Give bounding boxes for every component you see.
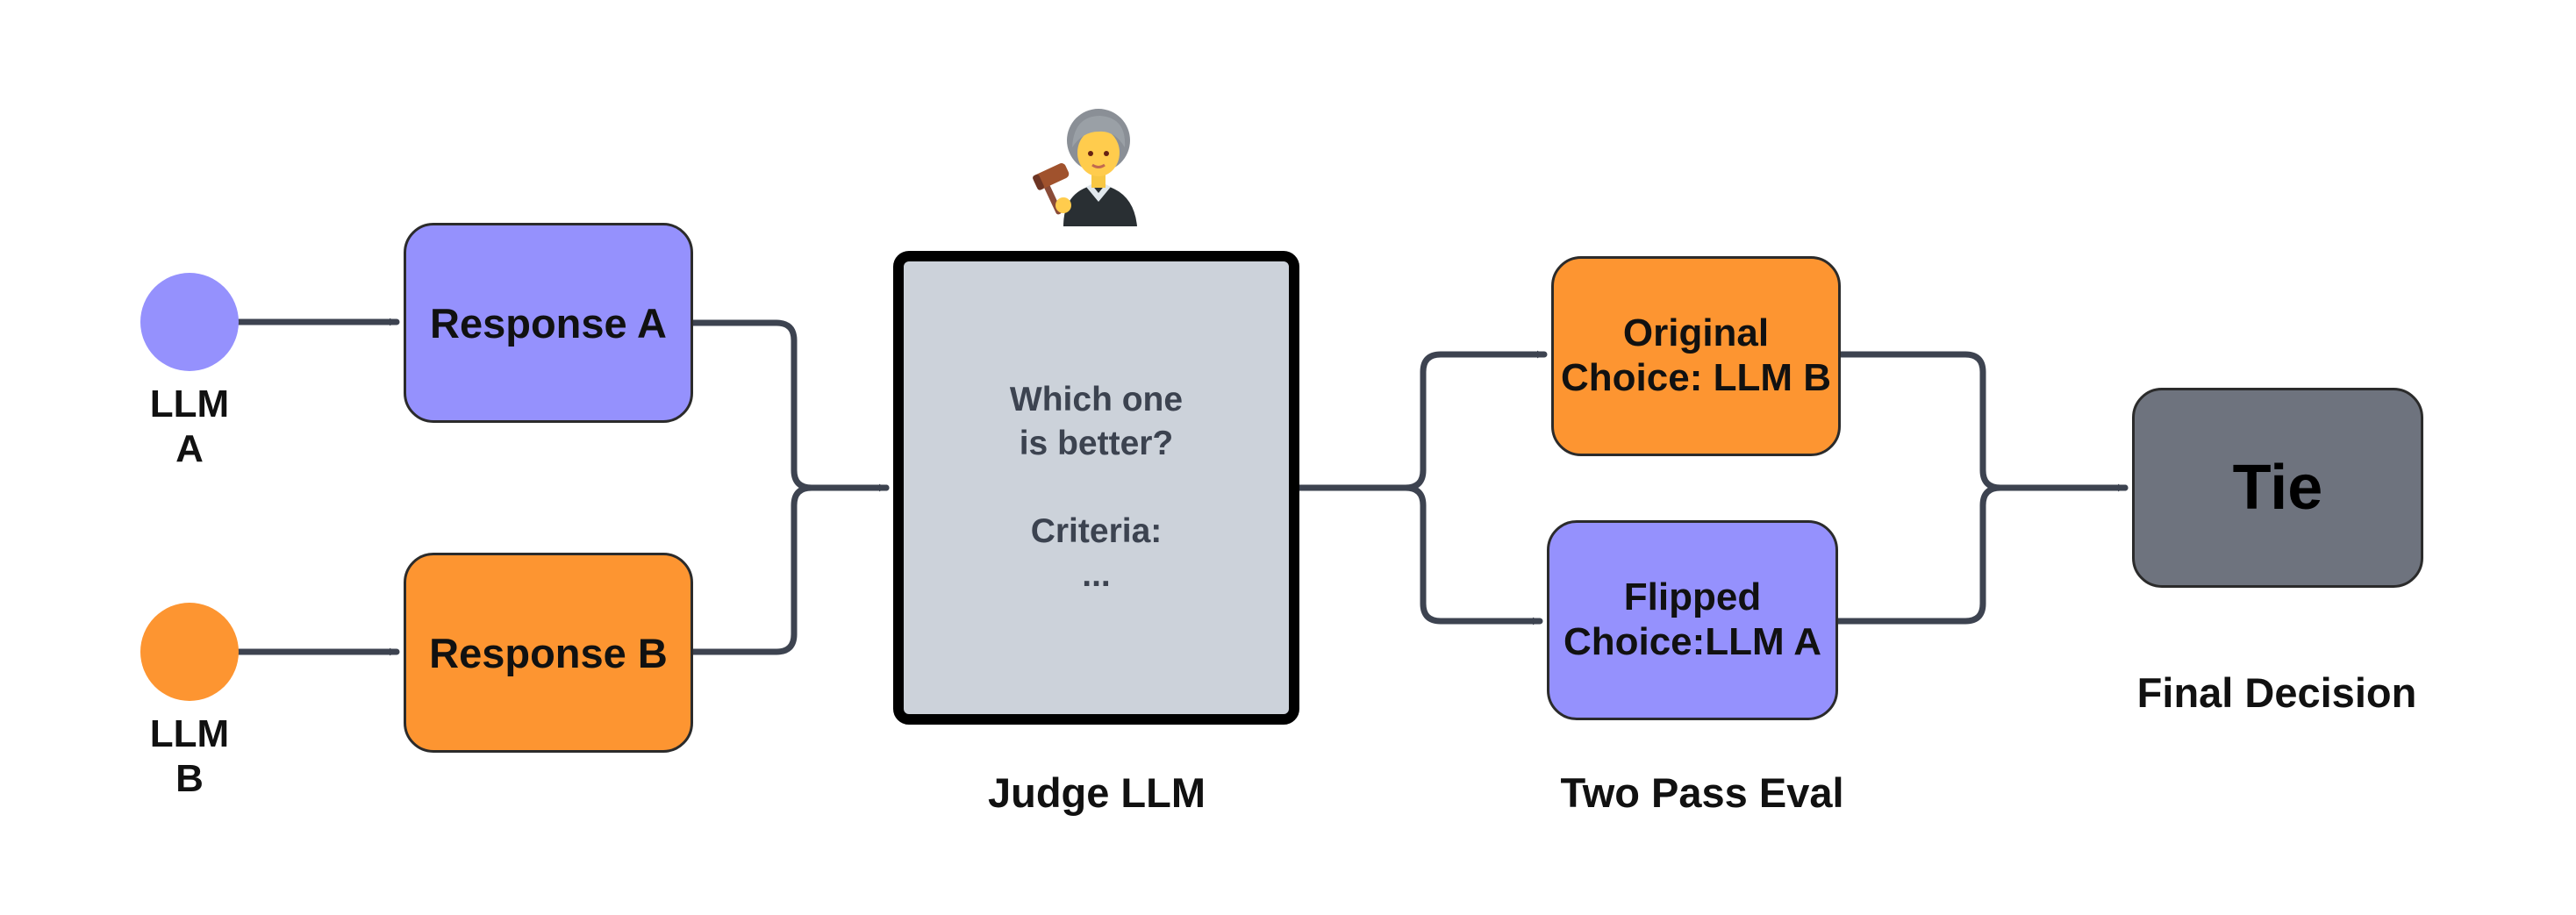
llm-b-label-line2: B — [175, 756, 204, 800]
judge-prompt-line2: is better? — [1019, 425, 1174, 463]
judge-criteria-line2: ... — [1082, 555, 1111, 594]
llm-b-label: LLM B — [132, 712, 247, 801]
connector-response-b-to-judge — [690, 484, 890, 655]
response-b-label: Response B — [429, 629, 668, 676]
judge-llm-caption: Judge LLM — [987, 769, 1206, 816]
connector-original-to-final — [1837, 351, 2129, 492]
final-decision-caption: Final Decision — [2136, 669, 2417, 716]
connector-response-a-to-judge — [690, 319, 890, 492]
judge-criteria-line1: Criteria: — [1030, 512, 1163, 550]
llm-a-label: LLM A — [132, 382, 247, 471]
flipped-choice-line1: Flipped — [1623, 575, 1762, 619]
final-decision-result: Tie — [2232, 453, 2323, 523]
flipped-choice-box: Flipped Choice:LLM A — [1547, 520, 1838, 720]
final-decision-box: Tie — [2132, 388, 2423, 588]
response-a-label: Response A — [430, 299, 667, 347]
response-a-box: Response A — [404, 223, 693, 423]
two-pass-eval-caption: Two Pass Eval — [1560, 769, 1844, 816]
llm-a-dot — [140, 273, 239, 371]
llm-b-dot — [140, 603, 239, 701]
flipped-choice-line2: Choice:LLM A — [1563, 620, 1822, 663]
llm-b-label-line1: LLM — [149, 712, 230, 755]
llm-a-label-line1: LLM — [149, 382, 230, 425]
original-choice-line2: Choice: LLM B — [1561, 356, 1831, 399]
judge-llm-box: Which one is better? Criteria: ... — [893, 251, 1299, 725]
connector-judge-to-flipped — [1296, 484, 1543, 625]
response-b-box: Response B — [404, 553, 693, 753]
judge-prompt-line1: Which one — [1009, 381, 1184, 419]
original-choice-box: Original Choice: LLM B — [1551, 256, 1841, 456]
judge-person-with-gavel-icon — [1033, 109, 1137, 226]
original-choice-line1: Original — [1622, 311, 1770, 355]
llm-a-label-line2: A — [175, 426, 204, 470]
connector-judge-to-original — [1296, 350, 1548, 491]
connector-flipped-to-final — [1835, 484, 2129, 625]
